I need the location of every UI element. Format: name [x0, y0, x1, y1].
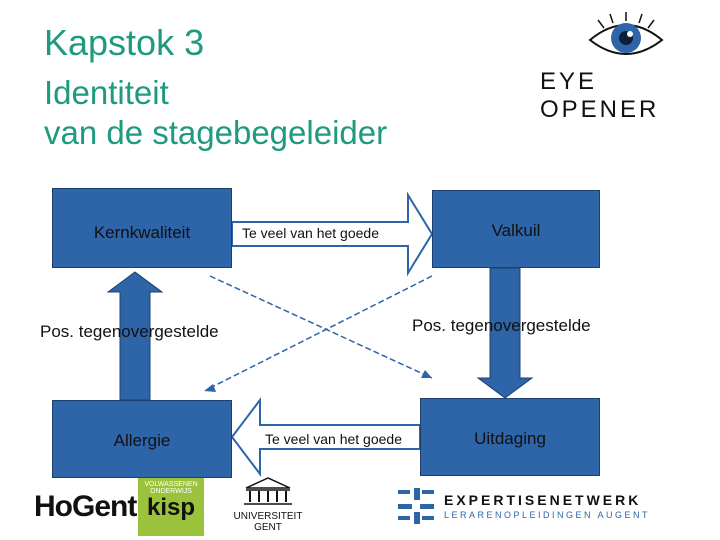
slide-subtitle-line-2: van de stagebegeleider — [44, 114, 388, 151]
arrow-top-label: Te veel van het goede — [242, 225, 379, 241]
slide-subtitle-line-1: Identiteit — [44, 74, 169, 111]
eye-opener-logo: EYE OPENER — [538, 12, 710, 123]
box-allergie-label: Allergie — [113, 431, 171, 450]
expertisenetwerk-title: EXPERTISENETWERK — [444, 492, 642, 508]
cross-line-1-arrowhead — [421, 370, 432, 378]
ugent-building-icon — [244, 477, 292, 505]
arrow-left-bottom — [230, 397, 421, 477]
expertisenetwerk-subtitle: LERARENOPLEIDINGEN AUGENT — [444, 510, 651, 520]
kisp-logo: VOLWASSENEN ONDERWIJS kisp — [138, 478, 204, 536]
hogent-logo: HoGent — [34, 490, 137, 524]
box-uitdaging-label: Uitdaging — [474, 429, 546, 448]
box-valkuil-label: Valkuil — [491, 221, 541, 240]
eye-opener-wordmark: EYE OPENER — [540, 68, 660, 123]
box-kernkwaliteit: Kernkwaliteit — [52, 188, 232, 268]
arrow-right-top — [231, 191, 434, 277]
side-left-label: Pos. tegenovergestelde — [40, 322, 219, 341]
eye-icon — [588, 12, 664, 55]
box-valkuil: Valkuil — [432, 190, 600, 268]
arrow-up-left — [106, 271, 164, 401]
slide-title: Kapstok 3 — [44, 22, 205, 63]
kisp-top-text: VOLWASSENEN — [144, 481, 198, 488]
ugent-logo: UNIVERSITEIT GENT — [232, 476, 304, 538]
side-right-label: Pos. tegenovergestelde — [412, 316, 591, 335]
kisp-wordmark: kisp — [146, 494, 196, 521]
kisp-mid-text: ONDERWIJS — [150, 488, 192, 495]
cross-line-2 — [209, 275, 433, 389]
expertisenetwerk-emblem-icon — [398, 488, 434, 524]
hogent-wordmark: HoGent — [34, 490, 137, 523]
box-uitdaging: Uitdaging — [420, 398, 600, 476]
expertisenetwerk-logo: EXPERTISENETWERK LERARENOPLEIDINGEN AUGE… — [396, 486, 716, 526]
box-allergie: Allergie — [52, 400, 232, 478]
arrow-down-right — [476, 267, 534, 399]
ugent-wordmark-2: GENT — [254, 522, 282, 533]
arrow-bottom-label: Te veel van het goede — [265, 431, 402, 447]
cross-line-2-arrowhead — [204, 384, 216, 392]
ugent-wordmark-1: UNIVERSITEIT — [233, 511, 303, 522]
box-kernkwaliteit-label: Kernkwaliteit — [93, 223, 191, 242]
cross-line-1 — [209, 275, 433, 379]
